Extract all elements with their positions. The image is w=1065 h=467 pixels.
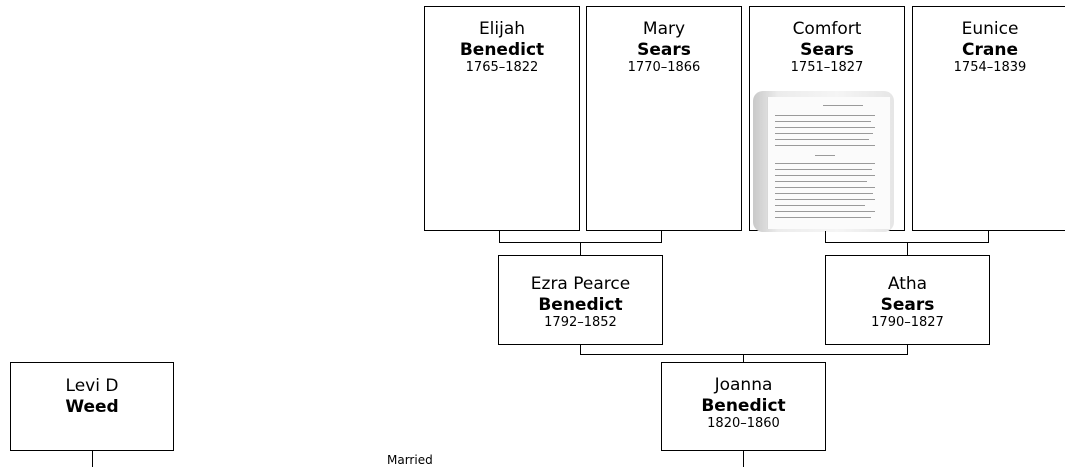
given-name: Elijah (478, 19, 526, 39)
surname: Crane (962, 40, 1018, 60)
surname: Sears (800, 40, 854, 60)
life-dates: 1790–1827 (871, 315, 944, 330)
connector-levi-down (92, 451, 93, 467)
given-name: Comfort (792, 19, 862, 39)
given-name: Eunice (961, 19, 1019, 39)
person-card-joanna-benedict[interactable]: Joanna Benedict 1820–1860 (661, 362, 826, 451)
given-name: Levi D (65, 376, 119, 396)
person-card-mary-sears[interactable]: Mary Sears 1770–1866 (586, 6, 742, 231)
surname: Sears (880, 295, 935, 315)
surname: Benedict (538, 295, 623, 315)
given-name: Atha (887, 274, 928, 294)
life-dates: 1820–1860 (707, 416, 780, 431)
connector-joanna-down (743, 451, 744, 467)
person-card-eunice-crane[interactable]: Eunice Crane 1754–1839 (912, 6, 1065, 231)
life-dates: 1751–1827 (790, 60, 864, 75)
connector-mary (661, 231, 662, 242)
connector-elijah (499, 231, 500, 242)
connector-eunice (988, 231, 989, 242)
person-card-ezra-pearce-benedict[interactable]: Ezra Pearce Benedict 1792–1852 (498, 255, 663, 345)
given-name: Mary (642, 19, 686, 39)
connector-ezra (580, 345, 581, 354)
surname: Benedict (701, 396, 786, 416)
surname: Weed (65, 397, 119, 417)
life-dates: 1765–1822 (465, 60, 539, 75)
connector-comfort (825, 231, 826, 242)
life-dates: 1792–1852 (544, 315, 617, 330)
connector-ezra-atha (580, 354, 908, 355)
married-label: Married (387, 453, 433, 467)
surname: Benedict (459, 40, 545, 60)
connector-to-ezra (580, 242, 581, 255)
person-card-atha-sears[interactable]: Atha Sears 1790–1827 (825, 255, 990, 345)
connector-to-atha (907, 242, 908, 255)
person-card-levi-d-weed[interactable]: Levi D Weed (10, 362, 174, 451)
surname: Sears (637, 40, 691, 60)
life-dates: 1770–1866 (627, 60, 701, 75)
given-name: Joanna (714, 375, 773, 395)
person-card-comfort-sears[interactable]: Comfort Sears 1751–1827 (749, 6, 905, 232)
connector-atha (907, 345, 908, 354)
given-name: Ezra Pearce (530, 274, 631, 294)
life-dates: 1754–1839 (953, 60, 1027, 75)
connector-to-joanna (743, 354, 744, 362)
person-card-elijah-benedict[interactable]: Elijah Benedict 1765–1822 (424, 6, 580, 231)
document-thumbnail[interactable] (753, 91, 894, 232)
